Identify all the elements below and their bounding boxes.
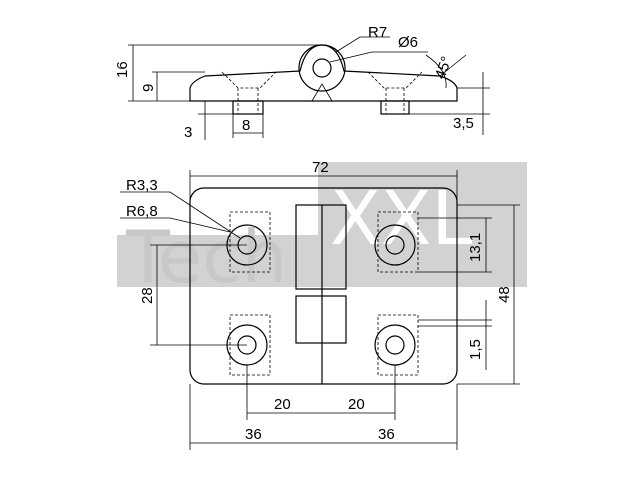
dim-45-ext <box>439 54 467 77</box>
dim-131-label: 13,1 <box>467 233 484 262</box>
side-view-countersink-right <box>367 71 423 89</box>
hole-top-right <box>374 211 419 273</box>
dim-r68-label: R6,8 <box>126 203 158 220</box>
dim-9-label: 9 <box>140 84 157 92</box>
dim-r33-label: R3,3 <box>126 177 158 194</box>
dim-28-label: 28 <box>139 287 156 304</box>
dim-r33-leader <box>120 191 241 239</box>
hole-top-left-recess <box>229 211 271 273</box>
side-view-boss-right <box>380 100 410 115</box>
watermark-brand-right: XXL <box>330 176 473 262</box>
hole-top-right-bore <box>385 235 405 255</box>
dim-r68-leader <box>120 217 231 233</box>
dim-d6-leader <box>329 51 428 63</box>
side-view-outline <box>189 44 458 102</box>
hole-top-right-counterbore <box>374 224 416 266</box>
dim-20-right-label: 20 <box>348 396 365 413</box>
hole-top-right-recess <box>377 211 419 273</box>
top-view: 72 R3,3 R6,8 28 48 13,1 1,5 20 20 <box>120 159 520 450</box>
dim-15-label: 1,5 <box>467 339 484 360</box>
dim-r7-leader <box>335 36 390 53</box>
top-view-outline <box>189 187 458 385</box>
side-view-boss-left <box>232 100 264 115</box>
hole-bottom-right-bore <box>385 335 405 355</box>
hole-bottom-right-counterbore <box>374 324 416 366</box>
dim-16-label: 16 <box>114 61 131 78</box>
side-view: 16 9 3 8 R7 Ø6 45° 3,5 <box>114 24 490 141</box>
watermark-box-right <box>318 162 527 250</box>
dim-72-label: 72 <box>312 159 329 176</box>
dim-8-label: 8 <box>242 117 250 134</box>
hole-bottom-right-recess <box>377 314 419 376</box>
watermark-brand-left: Tech <box>125 215 287 299</box>
dim-45-arc <box>425 54 447 89</box>
side-view-pin-hole <box>312 58 332 78</box>
top-view-knuckle-lower <box>295 295 347 344</box>
dim-20-left-label: 20 <box>274 396 291 413</box>
dim-48-label: 48 <box>496 286 513 303</box>
dim-36-left-label: 36 <box>245 426 262 443</box>
side-view-gap <box>311 83 333 102</box>
dim-36-right-label: 36 <box>378 426 395 443</box>
dim-r7-label: R7 <box>368 24 387 41</box>
side-view-countersink-left <box>221 71 277 89</box>
hole-bottom-right <box>374 314 419 376</box>
dim-3-label: 3 <box>184 124 192 141</box>
dim-45-label: 45° <box>432 54 456 81</box>
dim-35-label: 3,5 <box>453 115 474 132</box>
dim-d6-label: Ø6 <box>398 34 418 51</box>
